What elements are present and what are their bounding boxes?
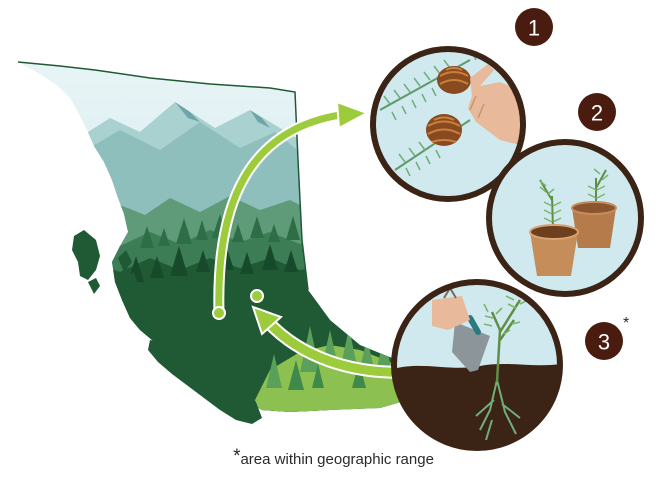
collect-arrow-head: [337, 102, 367, 128]
pine-cone: [437, 66, 471, 94]
haida-gwaii-island: [72, 230, 100, 280]
badge-3-footnote-marker: *: [623, 315, 629, 332]
step-badge-3: 3 *: [585, 315, 629, 360]
plant-target-dot: [251, 290, 263, 302]
collect-origin-dot: [213, 307, 225, 319]
step-3-circle: [390, 282, 570, 460]
haida-gwaii-small-island: [88, 278, 100, 294]
step-2-circle: [489, 142, 641, 294]
badge-2-number: 2: [591, 101, 603, 126]
footnote-text: area within geographic range: [240, 451, 433, 468]
badge-1-number: 1: [528, 16, 540, 41]
pine-cone-lower: [426, 114, 462, 146]
footnote: *area within geographic range: [0, 446, 667, 468]
badge-3-number: 3: [598, 330, 610, 355]
step-badge-1: 1: [515, 8, 553, 46]
step-badge-2: 2: [578, 93, 616, 131]
